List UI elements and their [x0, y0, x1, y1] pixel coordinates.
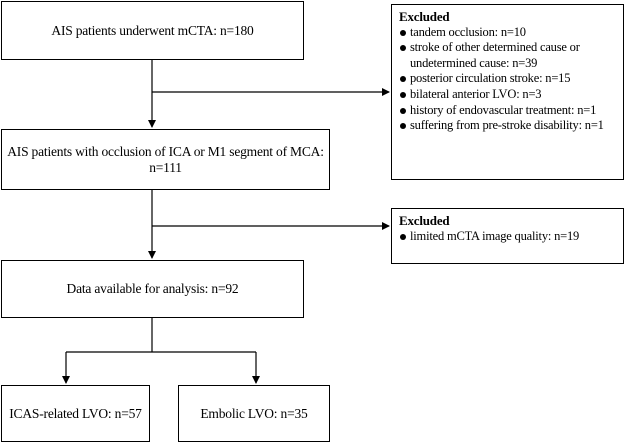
excluded-list-1: tandem occlusion: n=10 stroke of other d… [399, 25, 617, 134]
embolic-text: Embolic LVO: n=35 [200, 405, 308, 421]
list-item: posterior circulation stroke: n=15 [399, 71, 617, 87]
enrolled-text: AIS patients underwent mCTA: n=180 [51, 22, 254, 38]
enrolled-box: AIS patients underwent mCTA: n=180 [1, 1, 304, 60]
analysis-text: Data available for analysis: n=92 [66, 281, 239, 296]
excluded-box-2: Excluded limited mCTA image quality: n=1… [391, 208, 624, 264]
list-item: tandem occlusion: n=10 [399, 25, 617, 41]
excluded-box-1: Excluded tandem occlusion: n=10 stroke o… [391, 4, 624, 180]
icas-box: ICAS-related LVO: n=57 [1, 385, 150, 442]
occlusion-text: AIS patients with occlusion of ICA or M1… [7, 143, 324, 175]
icas-text: ICAS-related LVO: n=57 [9, 405, 142, 421]
excluded-title-2: Excluded [399, 213, 450, 228]
list-item: limited mCTA image quality: n=19 [399, 229, 617, 245]
list-item: history of endovascular treatment: n=1 [399, 103, 617, 119]
excluded-title-1: Excluded [399, 9, 450, 24]
analysis-box: Data available for analysis: n=92 [1, 260, 304, 318]
excluded-list-2: limited mCTA image quality: n=19 [399, 229, 617, 245]
occlusion-box: AIS patients with occlusion of ICA or M1… [1, 129, 330, 190]
embolic-box: Embolic LVO: n=35 [178, 385, 330, 442]
list-item: bilateral anterior LVO: n=3 [399, 87, 617, 103]
list-item: stroke of other determined cause or unde… [399, 40, 617, 71]
list-item: suffering from pre-stroke disability: n=… [399, 118, 617, 134]
